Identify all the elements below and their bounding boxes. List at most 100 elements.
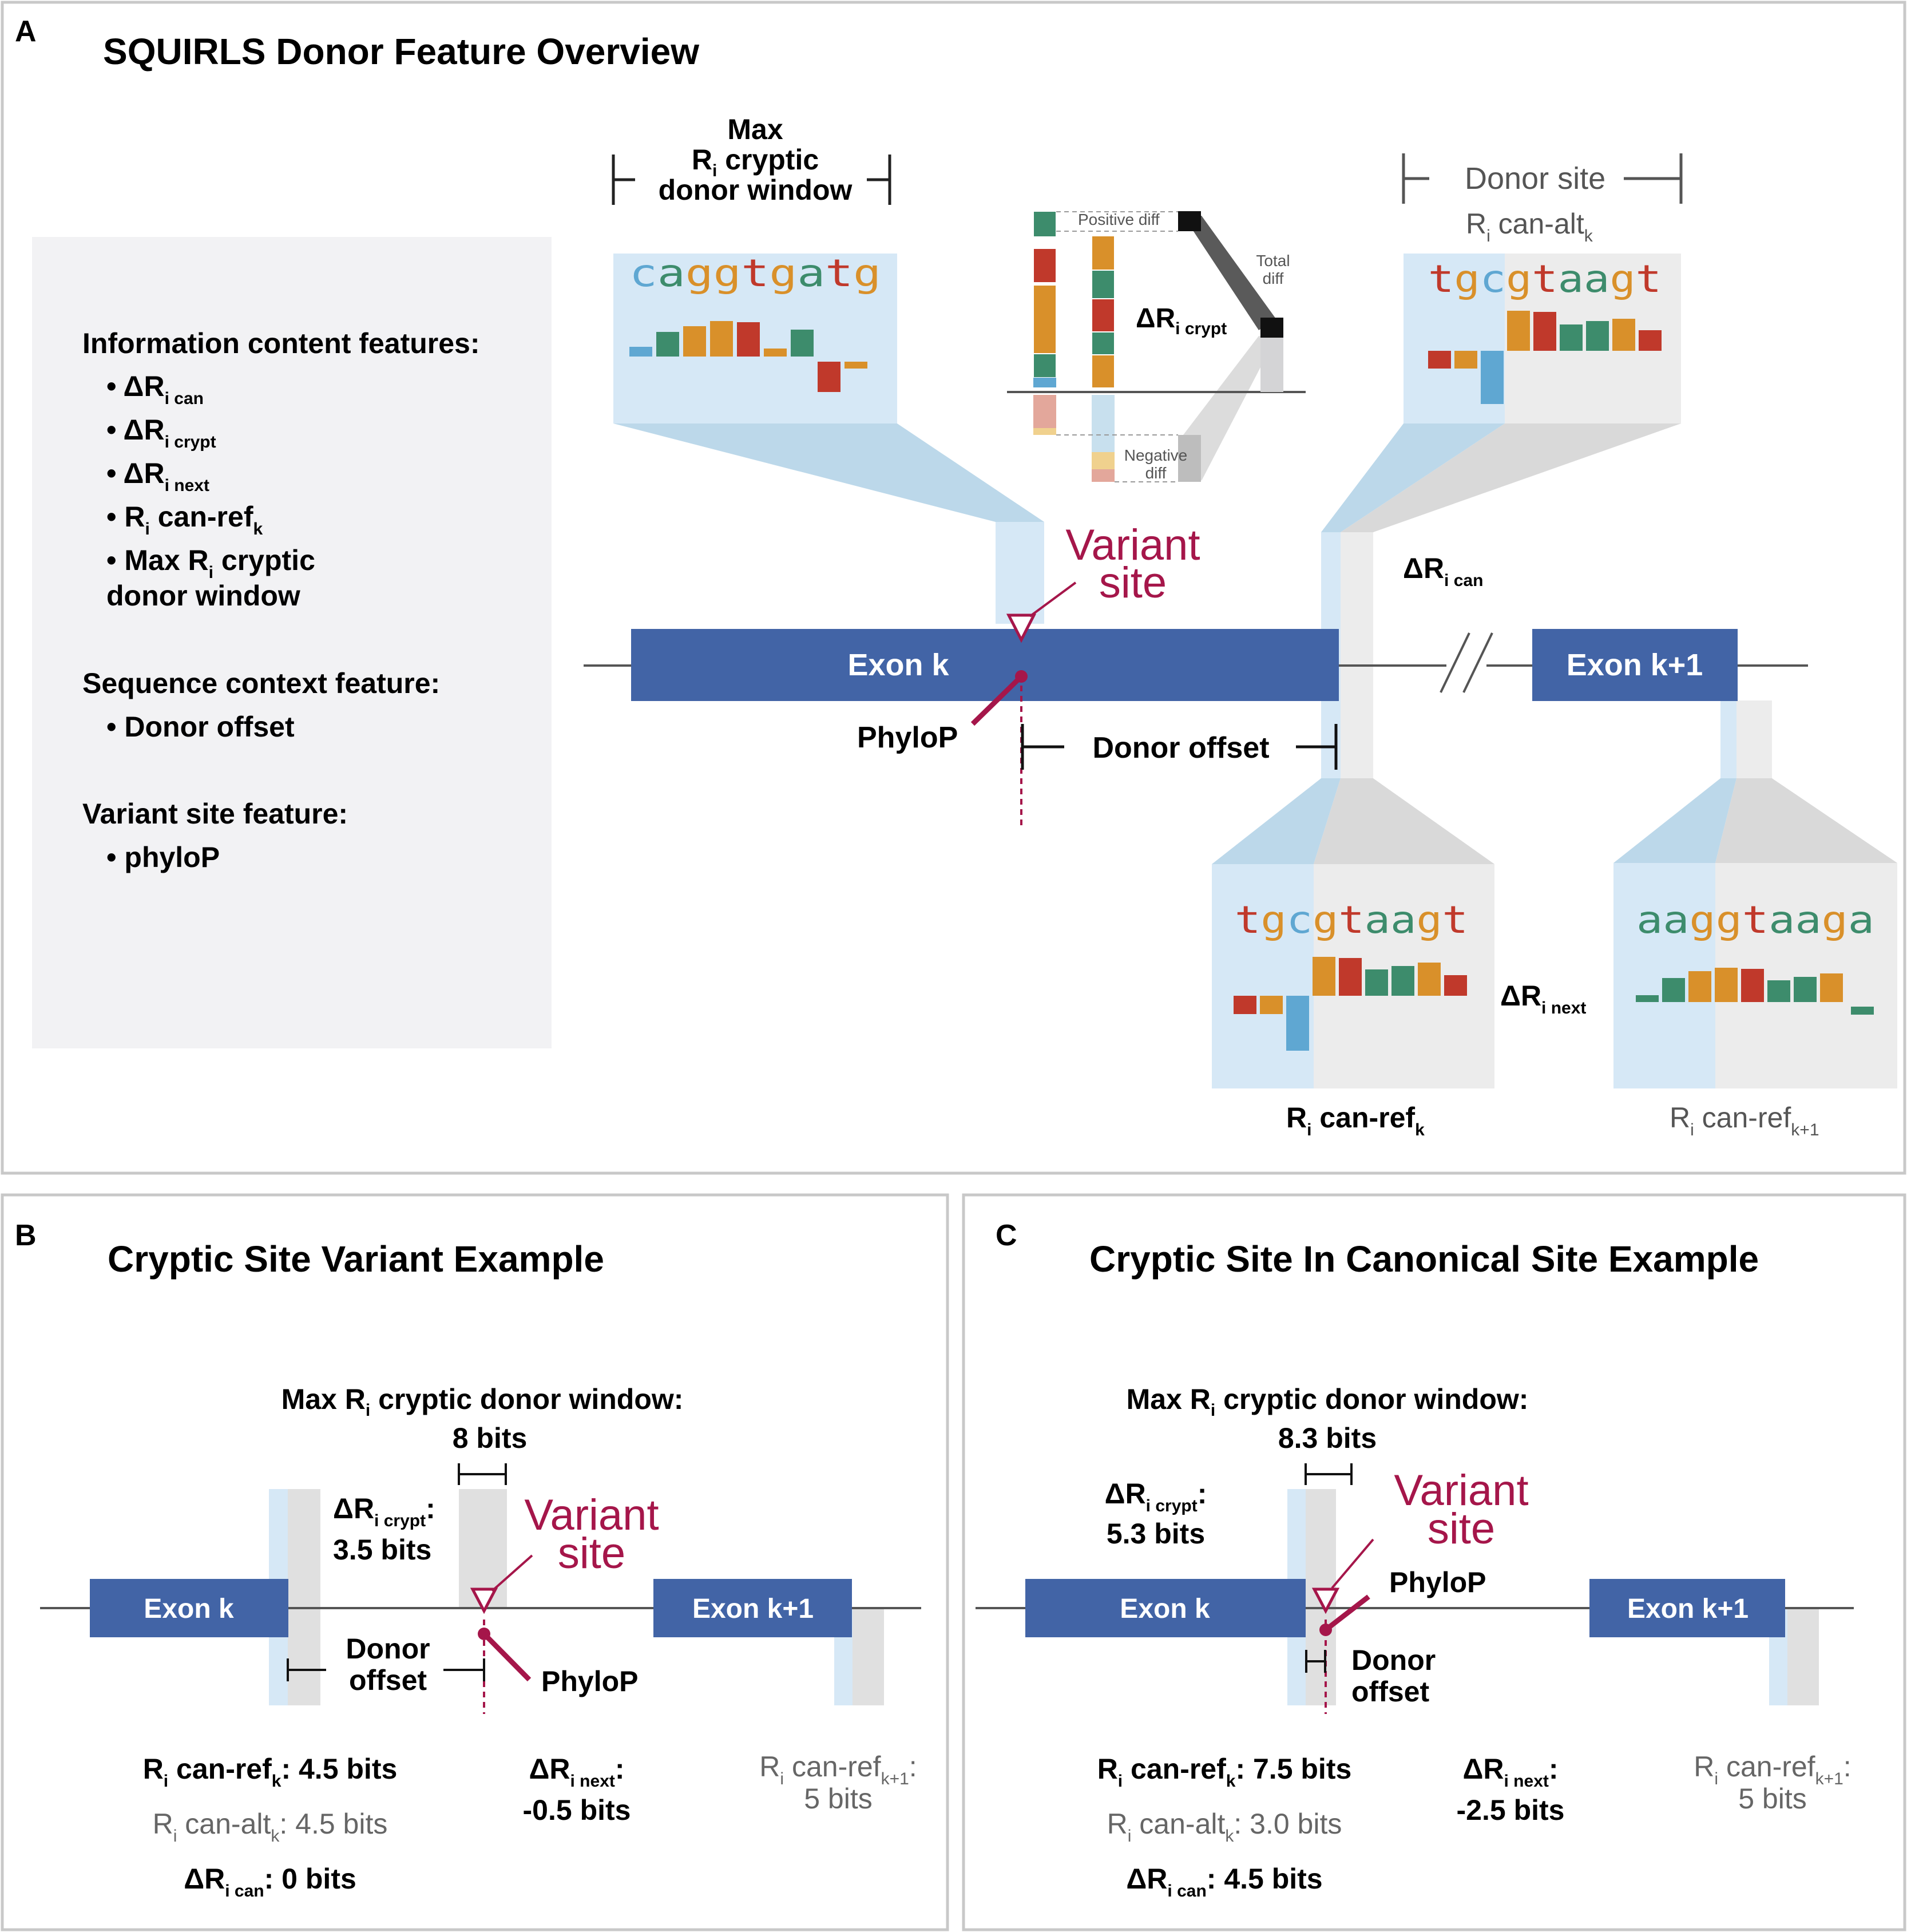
panel-c-frame <box>962 1193 1906 1931</box>
bar <box>1533 312 1556 351</box>
phylop-pointer <box>970 674 1024 726</box>
bar <box>1612 319 1635 351</box>
legend-heading-info: Information content features: <box>82 327 479 359</box>
bar <box>845 362 867 369</box>
bar <box>764 349 787 357</box>
panel-c-title: Cryptic Site In Canonical Site Example <box>1089 1238 1759 1280</box>
c-can-ref-next-label: Ri can-refk+1: <box>1694 1751 1851 1788</box>
cryptic-logo-bars <box>629 321 867 392</box>
b-variant-triangle-icon <box>470 1587 498 1614</box>
bar <box>1741 969 1764 1002</box>
b-delta-next-value: -0.5 bits <box>523 1794 631 1826</box>
total-diff-connector <box>1183 216 1276 330</box>
delta-crypt-label: ΔRi crypt <box>1136 303 1227 338</box>
can-alt-logo-bars <box>1428 311 1662 404</box>
can-alt-sequence: tgcgtaagt <box>1428 257 1662 301</box>
bar <box>1428 351 1451 369</box>
bar <box>1339 958 1362 996</box>
svg-text:Ri cryptic: Ri cryptic <box>692 144 819 180</box>
intron-break-right <box>1462 632 1493 693</box>
can-ref-funnel-gray <box>1314 778 1494 864</box>
donor-offset-bracket <box>1021 724 1338 770</box>
exon-k-label: Exon k <box>847 648 949 682</box>
positive-diff-label: Positive diff <box>1078 211 1160 228</box>
legend-item-phylop: • phyloP <box>106 841 220 873</box>
panel-a-letter: A <box>15 15 37 48</box>
b-delta-next-label: ΔRi next: <box>529 1753 624 1791</box>
bar <box>629 347 652 357</box>
b-can-ref-label: Ri can-refk: 4.5 bits <box>143 1753 398 1791</box>
b-next-stripe-gray <box>853 1609 884 1705</box>
bar <box>1586 321 1609 351</box>
next-funnel-blue <box>1613 778 1736 863</box>
b-exon-k-box <box>90 1579 288 1637</box>
b-delta-crypt-label: ΔRi crypt: <box>333 1492 435 1530</box>
bar <box>1636 995 1659 1002</box>
can-ref-label: Ri can-refk <box>1286 1102 1425 1139</box>
b-delta-crypt-value: 3.5 bits <box>333 1534 431 1566</box>
next-logo-bars <box>1636 968 1874 1015</box>
c-donor-offset-bracket <box>1305 1650 1326 1673</box>
c-phylop-label: PhyloP <box>1389 1566 1486 1598</box>
c-delta-can-label: ΔRi can: 4.5 bits <box>1126 1863 1322 1901</box>
bar <box>1851 1007 1874 1015</box>
c-delta-crypt-value: 5.3 bits <box>1107 1518 1205 1550</box>
bar <box>1820 973 1843 1002</box>
b-exon-k1-label: Exon k+1 <box>692 1594 814 1624</box>
next-funnel-gray <box>1715 778 1897 863</box>
next-stripe-gray <box>1736 700 1772 778</box>
max-window-header: Max Ri cryptic donor window <box>612 113 891 206</box>
c-exon-k-box <box>1025 1579 1306 1637</box>
exon-k-box <box>631 629 1339 701</box>
phylop-label: PhyloP <box>857 721 958 754</box>
c-delta-crypt-label: ΔRi crypt: <box>1105 1478 1207 1515</box>
legend-item-delta-crypt: • ΔRi crypt <box>106 414 216 452</box>
b-exon-k-label: Exon k <box>144 1594 234 1624</box>
panel-c-letter: C <box>996 1219 1017 1252</box>
bar <box>1454 351 1477 369</box>
b-max-window-label: Max Ri cryptic donor window: <box>282 1383 684 1420</box>
legend-box <box>32 237 552 1048</box>
c-variant-triangle-icon <box>1311 1587 1340 1614</box>
delta-can-label: ΔRi can <box>1403 552 1483 590</box>
bar <box>1481 351 1504 404</box>
donor-site-header: Donor site Ri can-altk <box>1402 153 1683 246</box>
svg-text:Ri can-altk: Ri can-altk <box>1466 208 1593 246</box>
bar <box>1286 996 1309 1051</box>
panel-a-title: SQUIRLS Donor Feature Overview <box>103 31 699 72</box>
can-alt-funnel-gray <box>1341 423 1681 532</box>
bar <box>1260 996 1283 1014</box>
legend-item-delta-next: • ΔRi next <box>106 457 209 495</box>
legend-heading-sequence: Sequence context feature: <box>82 667 440 699</box>
can-ref-logo-bars <box>1234 957 1467 1051</box>
c-next-stripe-gray <box>1787 1609 1819 1705</box>
legend-heading-variant: Variant site feature: <box>82 798 348 830</box>
b-variant-pointer <box>491 1554 533 1592</box>
negative-diff-connector <box>1183 336 1276 481</box>
can-ref-funnel-blue <box>1212 778 1341 864</box>
c-window-bracket <box>1305 1463 1353 1485</box>
bar <box>737 322 760 357</box>
c-delta-next-value: -2.5 bits <box>1457 1794 1565 1826</box>
bar <box>1662 978 1685 1002</box>
exon-k1-label: Exon k+1 <box>1567 648 1703 682</box>
svg-text:donor window: donor window <box>659 174 853 206</box>
b-phylop-label: PhyloP <box>541 1665 638 1697</box>
b-exon-k1-box <box>653 1579 852 1637</box>
c-variant-pointer <box>1331 1538 1374 1589</box>
bar <box>1234 996 1256 1014</box>
c-max-window-value: 8.3 bits <box>1278 1422 1377 1454</box>
c-can-alt-label: Ri can-altk: 3.0 bits <box>1107 1808 1342 1846</box>
legend-item-max-window-line2: donor window <box>106 580 300 612</box>
bar <box>1560 324 1583 351</box>
c-max-window-label: Max Ri cryptic donor window: <box>1127 1383 1529 1420</box>
b-can-ref-next-value: 5 bits <box>804 1783 873 1815</box>
bar <box>791 330 814 357</box>
bar <box>710 321 733 357</box>
panel-b-title: Cryptic Site Variant Example <box>108 1238 604 1280</box>
